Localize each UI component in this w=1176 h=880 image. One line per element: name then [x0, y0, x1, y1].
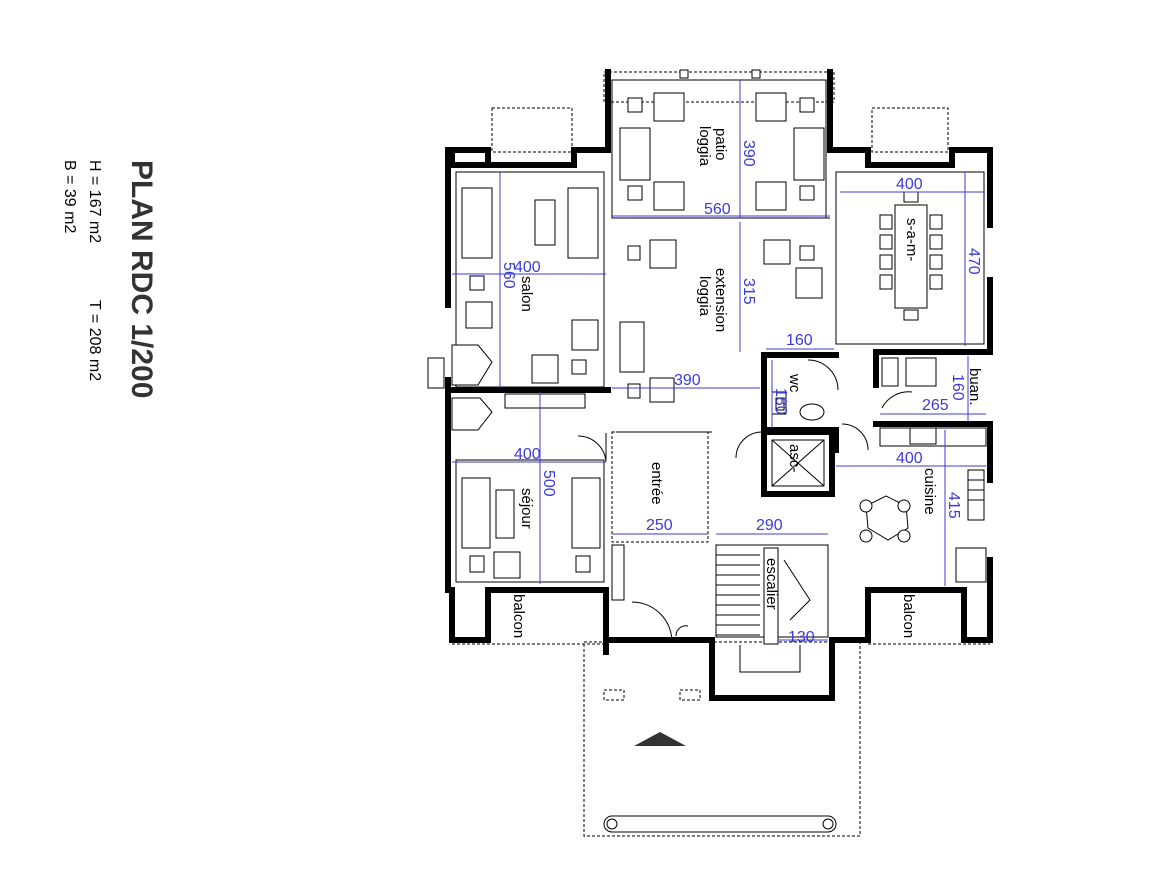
- dim-sejour-height: 500: [540, 470, 557, 497]
- room-entree: entrée: [648, 462, 665, 505]
- entrance-path: [603, 732, 837, 833]
- salon-area: [427, 171, 605, 389]
- dimension-labels: 390 560 400 470 400 560 315 160 180 390 …: [500, 140, 982, 646]
- room-buan: buan.: [966, 368, 983, 406]
- room-balcon-right: balcon: [900, 594, 917, 638]
- extension-loggia: [619, 239, 823, 403]
- area-h: H = 167 m2: [86, 160, 103, 243]
- dim-hall-width: 390: [674, 372, 701, 389]
- dim-wc-height: 180: [772, 388, 789, 415]
- room-extension: extension: [712, 268, 729, 332]
- wc-elevator-core: [735, 352, 869, 497]
- dim-patio-width: 560: [704, 201, 731, 218]
- dim-sejour-width: 400: [514, 446, 541, 463]
- dimension-lines: [452, 80, 986, 641]
- plan-title: PLAN RDC 1/200: [125, 160, 158, 398]
- room-cuisine: cuisine: [921, 468, 938, 515]
- room-salon: salon: [518, 276, 535, 312]
- exterior-outlines: [491, 71, 949, 837]
- dim-wc-width: 160: [786, 332, 813, 349]
- dim-extension-height: 315: [740, 278, 757, 305]
- room-loggia: loggia: [696, 126, 713, 167]
- dim-salon-width: 400: [514, 259, 541, 276]
- sejour-area: [455, 433, 607, 583]
- room-asc: asc-: [786, 444, 803, 472]
- dim-salon-height: 560: [500, 262, 517, 289]
- room-labels: patio loggia extension loggia salon séjo…: [510, 126, 983, 638]
- dim-buan-height: 160: [949, 374, 966, 401]
- dim-escalier-height: 130: [788, 629, 815, 646]
- title-block: PLAN RDC 1/200 H = 167 m2 B = 39 m2 T = …: [61, 160, 158, 398]
- room-escalier: escalier: [763, 558, 780, 610]
- room-wc: wc: [786, 373, 803, 393]
- patio-loggia: [611, 69, 830, 219]
- room-patio: patio: [712, 128, 729, 161]
- sam-chairs: [879, 191, 943, 321]
- room-sam: s-a-m-: [903, 218, 920, 261]
- balcon-lines: [452, 431, 990, 645]
- area-b: B = 39 m2: [61, 160, 78, 233]
- dim-cuisine-width: 400: [896, 450, 923, 467]
- area-t: T = 208 m2: [86, 300, 103, 381]
- entrance-arrow-icon: [634, 732, 686, 746]
- room-sejour: séjour: [518, 488, 535, 529]
- buanderie-area: [873, 349, 993, 427]
- salon-sejour-partition: [445, 387, 611, 431]
- cuisine-area: [859, 427, 987, 583]
- escalier-area: [715, 544, 829, 673]
- stair-steps: [716, 554, 760, 636]
- room-balcon-left: balcon: [510, 594, 527, 638]
- room-loggia-extension: loggia: [696, 276, 713, 317]
- dim-buan-width: 265: [922, 397, 949, 414]
- exterior-walls: [445, 69, 993, 701]
- dim-escalier-width: 290: [756, 517, 783, 534]
- dim-entree-width: 250: [646, 517, 673, 534]
- dim-sam-width: 400: [896, 176, 923, 193]
- dim-sam-height: 470: [965, 248, 982, 275]
- dim-cuisine-height: 415: [945, 492, 962, 519]
- dim-patio-height: 390: [740, 140, 757, 167]
- sam-area: [835, 171, 985, 345]
